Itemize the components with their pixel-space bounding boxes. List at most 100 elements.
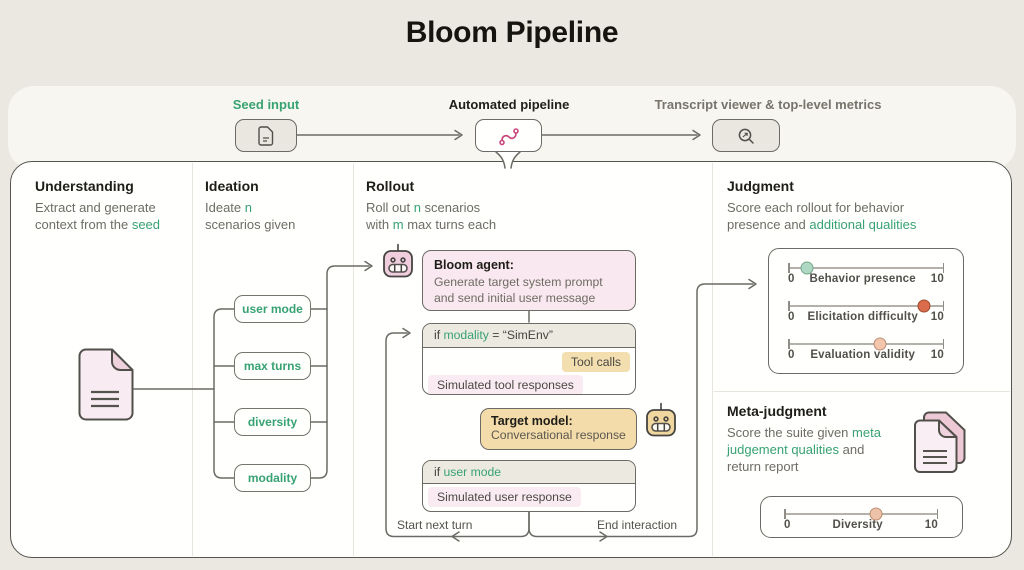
desc-highlight: judgement qualities [727,442,840,457]
if-keyword: user mode [443,465,502,479]
desc-text: with [366,217,393,232]
bloom-agent-box: Bloom agent: Generate target system prom… [422,250,636,311]
target-model-robot-icon [646,402,676,437]
column-divider [712,163,713,556]
row-divider [714,391,1010,392]
pill-user-mode: user mode [234,295,311,323]
desc-text: context from the [35,217,132,232]
target-model-box: Target model: Conversational response [480,408,637,450]
slider-label: Diversity [832,519,883,531]
slider-track [784,507,938,521]
slider-track [788,299,944,313]
slider-dot [917,299,931,313]
simulated-tool-responses-chip: Simulated tool responses [428,375,583,394]
understanding-title: Understanding [35,178,134,194]
transcript-viewer-label: Transcript viewer & top-level metrics [654,97,882,112]
pill-modality: modality [234,464,311,492]
slider-row: 0 Diversity 10 [761,497,962,535]
desc-highlight: additional qualities [809,217,917,232]
pill-diversity: diversity [234,408,311,436]
rollout-title: Rollout [366,178,415,194]
target-model-title: Target model: [491,414,573,428]
slider-label: Evaluation validity [810,349,916,361]
column-divider [353,163,354,556]
slider-min: 0 [788,311,795,323]
automated-pipeline-node [475,119,542,152]
desc-text: and [839,442,865,457]
slider-min: 0 [788,273,795,285]
automated-pipeline-label: Automated pipeline [448,97,570,112]
slider-row: 0 Evaluation validity 10 [769,326,963,364]
seed-input-node [235,119,297,152]
desc-highlight: seed [131,217,161,232]
slider-track [788,261,944,275]
slider-min: 0 [784,519,791,531]
slider-max: 10 [924,519,938,531]
if-modality-body: Tool calls Simulated tool responses [423,348,635,394]
slider-label: Behavior presence [809,273,916,285]
desc-text: presence and [727,217,810,232]
body-text: Generate target system prompt [434,275,603,289]
slider-labels: 0 Diversity 10 [784,519,938,531]
meta-judgment-title: Meta-judgment [727,403,827,419]
desc-text: Score the suite given [727,425,853,440]
understanding-desc: Extract and generate context from the se… [35,199,190,233]
if-modality-header: if modality = “SimEnv” [423,324,635,348]
seed-document-icon [78,348,134,421]
desc-text: Roll out [366,200,414,215]
ideation-title: Ideation [205,178,259,194]
desc-highlight: m [392,217,404,232]
desc-text: max turns each [403,217,497,232]
slider-max: 10 [930,273,944,285]
bloom-agent-robot-icon [383,243,413,278]
judgment-desc: Score each rollout for behavior presence… [727,199,977,233]
if-keyword: modality [443,328,489,342]
body-text: and send initial user message [434,290,596,305]
desc-text: Ideate [205,200,245,215]
if-modality-box: if modality = “SimEnv” Tool calls Simula… [422,323,636,395]
magnifier-icon [738,128,754,144]
desc-text: scenarios given [205,217,296,232]
slider-dot [873,337,887,351]
column-divider [192,163,193,556]
bloom-agent-body: Generate target system prompt and send i… [434,275,624,306]
desc-highlight: meta [852,425,881,440]
slider-min: 0 [788,349,795,361]
slider-label: Elicitation difficulty [807,311,918,323]
bloom-agent-title: Bloom agent: [434,258,514,272]
tool-calls-chip: Tool calls [561,352,630,372]
target-model-body: Conversational response [491,428,626,442]
rollout-desc: Roll out n scenarios with m max turns ea… [366,199,546,233]
page-title: Bloom Pipeline [405,16,619,49]
if-user-mode-header: if user mode [423,461,635,484]
pill-max-turns: max turns [234,352,311,380]
slider-labels: 0 Behavior presence 10 [788,273,944,285]
slider-labels: 0 Evaluation validity 10 [788,349,944,361]
if-user-mode-body: Simulated user response [423,484,635,511]
meta-judgment-desc: Score the suite given meta judgement qua… [727,424,912,475]
desc-highlight: n [413,200,421,215]
start-next-turn-label: Start next turn [397,518,473,532]
slider-track [788,337,944,351]
slider-max: 10 [930,311,944,323]
meta-judgment-score-box: 0 Diversity 10 [760,496,963,538]
desc-highlight: n [244,200,252,215]
slider-dot [800,261,814,275]
slider-max: 10 [930,349,944,361]
document-icon [258,125,274,146]
if-user-mode-box: if user mode Simulated user response [422,460,636,512]
slider-labels: 0 Elicitation difficulty 10 [788,311,944,323]
slider-row: 0 Behavior presence 10 [769,250,963,288]
workflow-icon [498,127,519,145]
desc-text: Score each rollout for behavior [727,200,905,215]
slider-dot [869,507,883,521]
report-document-stack-icon [914,411,966,473]
transcript-viewer-node [712,119,780,152]
simulated-user-response-chip: Simulated user response [428,487,581,507]
end-interaction-label: End interaction [597,518,678,532]
desc-text: Extract and generate [35,200,156,215]
if-text: = “SimEnv” [488,328,553,342]
desc-text: scenarios [420,200,481,215]
